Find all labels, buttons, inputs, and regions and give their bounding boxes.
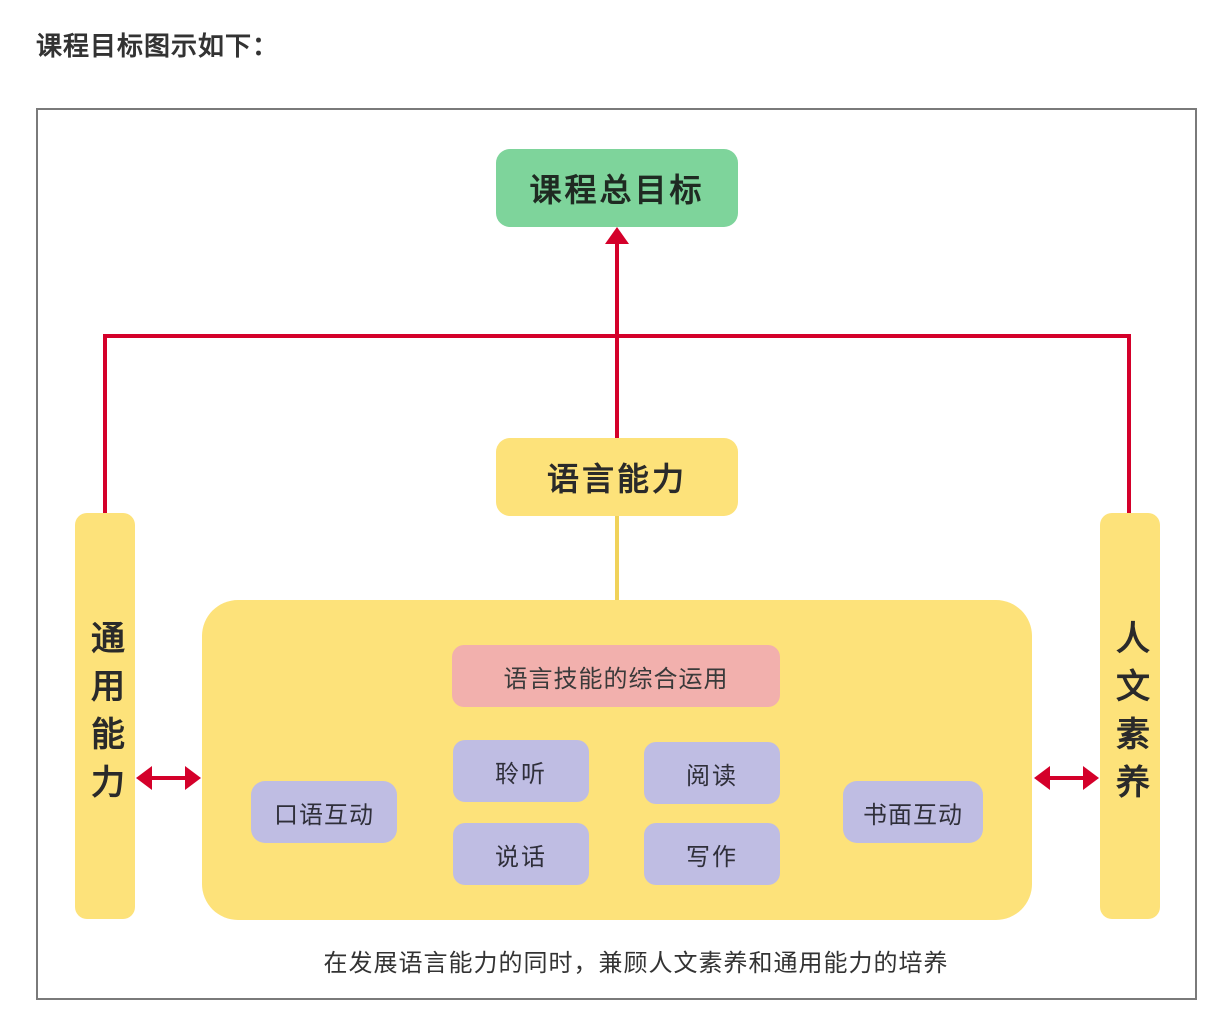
language-ability-box: 语言能力 xyxy=(496,438,738,516)
reading-box: 阅读 xyxy=(644,742,780,804)
diagram-frame xyxy=(36,108,1197,1000)
listening-box: 聆听 xyxy=(453,740,589,802)
general-ability-box: 通用能力 xyxy=(75,513,135,919)
written-interaction-box: 书面互动 xyxy=(843,781,983,843)
page-heading: 课程目标图示如下： xyxy=(36,32,280,62)
right-double-arrow-head-right xyxy=(1083,766,1099,790)
right-double-arrow-head-left xyxy=(1034,766,1050,790)
left-double-arrow-head-right xyxy=(185,766,201,790)
writing-box: 写作 xyxy=(644,823,780,885)
diagram-caption: 在发展语言能力的同时，兼顾人文素养和通用能力的培养 xyxy=(323,949,949,977)
humanities-box: 人文素养 xyxy=(1100,513,1160,919)
integrated-use-box: 语言技能的综合运用 xyxy=(452,645,780,707)
speaking-box: 说话 xyxy=(453,823,589,885)
oral-interaction-box: 口语互动 xyxy=(251,781,397,843)
goal-box: 课程总目标 xyxy=(496,149,738,227)
goal-arrowhead xyxy=(605,227,629,244)
left-double-arrow-head-left xyxy=(136,766,152,790)
